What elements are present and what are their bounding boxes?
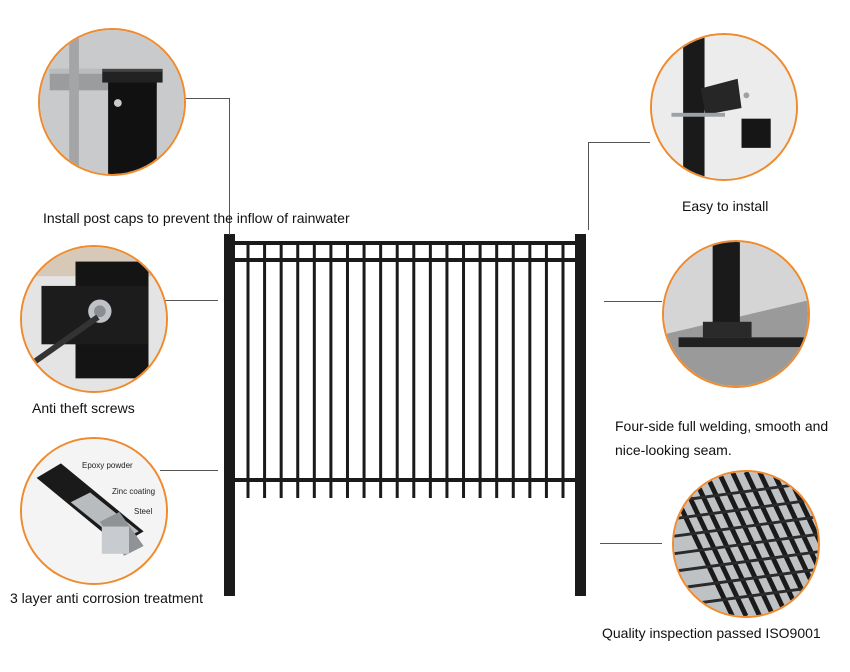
anti-theft-screw-photo [20, 245, 168, 393]
fence-picket [362, 244, 366, 498]
leader-easy-install-h [588, 142, 650, 143]
stack-rail [674, 532, 818, 556]
leader-easy-install-v [588, 142, 589, 230]
fence-picket [279, 244, 283, 498]
stack-bar [784, 472, 818, 544]
fence-rail-upper [235, 258, 575, 262]
fence-picket [263, 244, 267, 498]
fence-picket [246, 244, 250, 498]
fence-picket [395, 244, 399, 498]
fence-picket [412, 244, 416, 498]
fence-picket [462, 244, 466, 498]
fence-picket [561, 244, 565, 498]
fence-picket [544, 244, 548, 498]
stack-bar [771, 472, 818, 573]
stack-rail [674, 497, 818, 521]
layer-epoxy: Epoxy powder [82, 461, 133, 470]
leader-welding [604, 301, 662, 302]
leader-anti-theft [160, 300, 218, 301]
fence-picket [379, 244, 383, 498]
stack-rail [674, 515, 818, 538]
easy-install-label: Easy to install [682, 198, 769, 214]
fence-picket [345, 244, 349, 498]
welding-photo [662, 240, 810, 388]
anti-theft-label: Anti theft screws [32, 400, 135, 416]
post-caps-label: Install post caps to prevent the inflow … [43, 210, 350, 226]
fence-picket [329, 244, 333, 498]
leader-quality [600, 543, 662, 544]
stack-rail [674, 567, 818, 591]
fence-post-right [575, 234, 586, 596]
welding-label-2: nice-looking seam. [615, 442, 732, 458]
fence-picket [296, 244, 300, 498]
fence-picket [528, 244, 532, 498]
fence-picket [478, 244, 482, 498]
fence-picket [511, 244, 515, 498]
leader-post-caps-v [229, 98, 230, 235]
easy-install-photo [650, 33, 798, 181]
fence-rail-bottom [235, 478, 575, 482]
fence-picket [495, 244, 499, 498]
quality-label: Quality inspection passed ISO9001 [602, 625, 821, 641]
quality-stack-photo [672, 470, 820, 618]
stack-rail [674, 550, 818, 573]
post-cap-photo [38, 28, 186, 176]
leader-corrosion [160, 470, 218, 471]
leader-post-caps-h [185, 98, 230, 99]
fence-panel [224, 234, 586, 596]
fence-post-left [224, 234, 235, 596]
layer-steel: Steel [134, 507, 153, 516]
fence-picket [312, 244, 316, 498]
corrosion-label: 3 layer anti corrosion treatment [10, 590, 203, 606]
layer-zinc: Zinc coating [112, 487, 156, 496]
welding-label-1: Four-side full welding, smooth and [615, 418, 829, 434]
fence-picket [428, 244, 432, 498]
corrosion-layers-photo: Epoxy powder Zinc coating Steel [20, 437, 168, 585]
fence-picket [445, 244, 449, 498]
fence-rail-top [235, 241, 575, 245]
